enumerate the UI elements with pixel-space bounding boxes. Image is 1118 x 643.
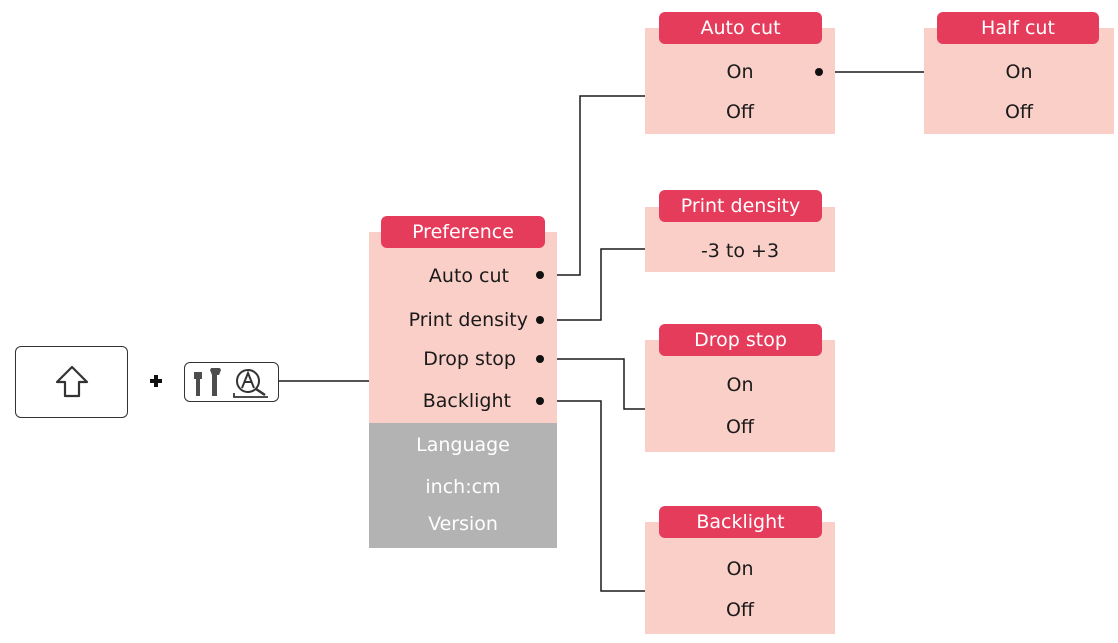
bullet-auto-cut-on (815, 68, 823, 76)
auto-cut-menu (645, 28, 835, 134)
bullet-drop-stop (536, 355, 544, 363)
shift-key[interactable] (15, 346, 128, 418)
preference-header: Preference (381, 216, 545, 248)
drop-stop-menu (645, 340, 835, 452)
backlight-header: Backlight (659, 506, 822, 538)
print-density-range[interactable]: -3 to +3 (700, 240, 780, 262)
plus-icon (150, 375, 162, 387)
backlight-off[interactable]: Off (725, 599, 755, 621)
half-cut-off[interactable]: Off (1004, 101, 1034, 123)
preference-menu (369, 232, 557, 423)
menu-item-backlight[interactable]: Backlight (422, 390, 511, 412)
preference-disabled-area (369, 423, 557, 548)
drop-stop-off[interactable]: Off (725, 416, 755, 438)
line-backlight (540, 400, 645, 592)
auto-cut-off[interactable]: Off (725, 101, 755, 123)
bullet-auto-cut (536, 271, 544, 279)
half-cut-on[interactable]: On (1005, 61, 1033, 83)
menu-item-drop-stop[interactable]: Drop stop (423, 348, 516, 370)
backlight-menu (645, 522, 835, 634)
line-printdensity (540, 248, 645, 321)
half-cut-menu (924, 28, 1114, 134)
auto-cut-on[interactable]: On (726, 61, 754, 83)
bullet-backlight (536, 397, 544, 405)
print-density-header: Print density (659, 190, 822, 222)
menu-item-language: Language (416, 434, 510, 456)
menu-item-inch-cm: inch:cm (425, 476, 501, 498)
shift-arrow-icon (55, 365, 89, 398)
half-cut-header: Half cut (937, 12, 1099, 44)
line-dropstop (540, 358, 645, 410)
wrench-screwdriver-icon (194, 368, 221, 396)
menu-item-version: Version (428, 513, 498, 535)
drop-stop-on[interactable]: On (726, 374, 754, 396)
menu-item-print-density[interactable]: Print density (408, 309, 528, 331)
bullet-print-density (536, 316, 544, 324)
backlight-on[interactable]: On (726, 558, 754, 580)
line-autocut (540, 95, 645, 276)
menu-item-auto-cut[interactable]: Auto cut (428, 265, 509, 287)
setup-key[interactable] (184, 362, 279, 402)
drop-stop-header: Drop stop (659, 324, 822, 356)
auto-cut-header: Auto cut (659, 12, 822, 44)
magnify-a-icon (233, 369, 268, 398)
